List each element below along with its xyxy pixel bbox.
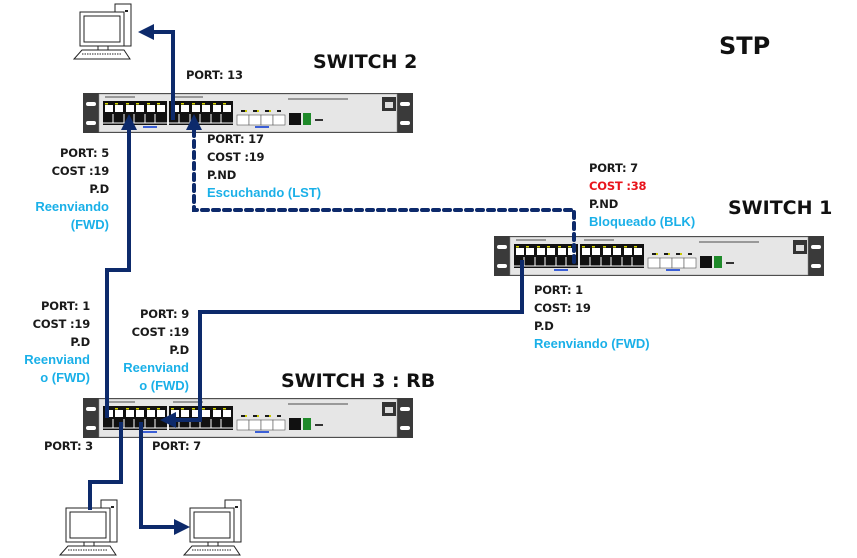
- port-number: PORT: 1: [534, 283, 583, 297]
- switch-1-device[interactable]: [493, 235, 825, 277]
- port-role: P.D: [89, 182, 109, 196]
- port-role: P.D: [534, 319, 554, 333]
- port-number: PORT: 1: [41, 299, 90, 313]
- switch-2-label: SWITCH 2: [313, 51, 418, 73]
- port-state-cont: o (FWD): [139, 378, 189, 393]
- port-state: Reenviand: [24, 352, 90, 367]
- switch-1-label: SWITCH 1: [728, 197, 833, 219]
- desktop-computer-icon[interactable]: [183, 499, 242, 556]
- link-switch3-to-bottom-left-pc: [88, 422, 123, 510]
- sw2-port17-info: PORT: 17 COST :19 P.ND Escuchando (LST): [207, 130, 321, 202]
- sw3-port1-info: PORT: 1 COST :19 P.D Reenviand o (FWD): [24, 297, 90, 387]
- port-cost: COST :19: [131, 325, 190, 339]
- port-state: Reenviando: [35, 199, 109, 214]
- port-role: P.ND: [589, 197, 619, 211]
- port-cost: COST :19: [32, 317, 91, 331]
- switch-3-device[interactable]: [82, 397, 414, 439]
- link-switch3-to-bottom-right-pc: [139, 422, 190, 535]
- port-cost-highlighted: COST :38: [589, 179, 647, 193]
- port-cost: COST :19: [207, 150, 265, 164]
- port-13-label: PORT: 13: [186, 68, 243, 82]
- port-cost: COST :19: [51, 164, 110, 178]
- port-state-cont: (FWD): [70, 217, 109, 232]
- sw3-port9-info: PORT: 9 COST :19 P.D Reenviand o (FWD): [123, 305, 189, 395]
- port-number: PORT: 5: [60, 146, 109, 160]
- port-role: P.D: [169, 343, 189, 357]
- link-switch2-to-top-pc: [138, 24, 175, 120]
- link-switch1-to-switch3: [160, 260, 524, 428]
- link-switch3-to-switch2: [105, 114, 137, 418]
- port-3-label: PORT: 3: [44, 439, 93, 453]
- port-role: P.D: [70, 335, 90, 349]
- port-state: Escuchando (LST): [207, 185, 322, 200]
- port-number: PORT: 17: [207, 132, 264, 146]
- port-state: Reenviand: [123, 360, 189, 375]
- sw1-port7-info: PORT: 7 COST :38 P.ND Bloqueado (BLK): [589, 159, 695, 231]
- port-state: Bloqueado (BLK): [589, 214, 696, 229]
- sw2-port5-info: PORT: 5 COST :19 P.D Reenviando (FWD): [35, 144, 109, 234]
- port-state-cont: o (FWD): [40, 370, 90, 385]
- port-role: P.ND: [207, 168, 237, 182]
- link-switch1-to-switch2-blocked: [186, 114, 576, 264]
- port-number: PORT: 9: [140, 307, 189, 321]
- port-cost: COST: 19: [534, 301, 591, 315]
- desktop-computer-icon[interactable]: [73, 3, 132, 60]
- switch-3-label: SWITCH 3 : RB: [281, 370, 436, 392]
- sw1-port1-info: PORT: 1 COST: 19 P.D Reenviando (FWD): [534, 281, 650, 353]
- port-state: Reenviando (FWD): [534, 336, 650, 351]
- diagram-title: STP: [719, 32, 771, 60]
- port-number: PORT: 7: [589, 161, 638, 175]
- port-7-label: PORT: 7: [152, 439, 201, 453]
- switch-2-device[interactable]: [82, 92, 414, 134]
